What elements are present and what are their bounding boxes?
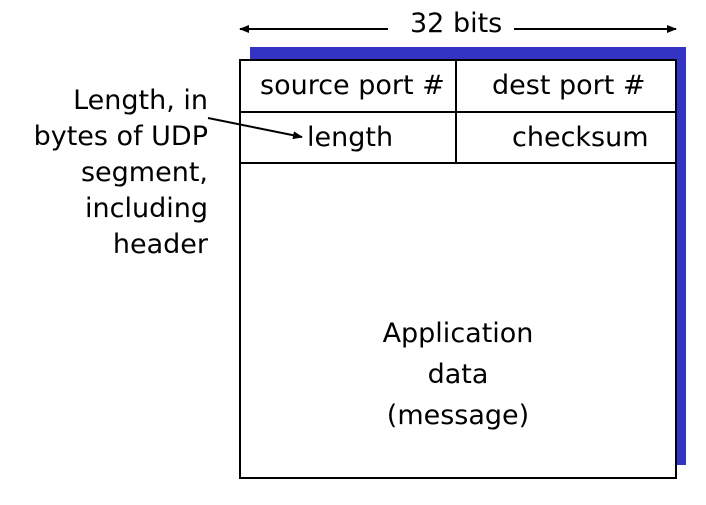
payload-line: data bbox=[427, 359, 489, 390]
length-field: length bbox=[307, 122, 394, 153]
annotation-arrow bbox=[207, 117, 303, 140]
checksum-field: checksum bbox=[512, 122, 649, 153]
payload-label: Application data (message) bbox=[240, 313, 676, 436]
annotation-line: header bbox=[112, 229, 208, 260]
payload-line: (message) bbox=[386, 400, 530, 431]
annotation-line: segment, bbox=[80, 157, 208, 188]
width-label: 32 bits bbox=[410, 8, 503, 39]
source-port-field: source port # bbox=[260, 70, 445, 101]
annotation-line: including bbox=[85, 193, 208, 224]
annotation-line: bytes of UDP bbox=[33, 121, 208, 152]
length-annotation: Length, in bytes of UDP segment, includi… bbox=[0, 83, 208, 263]
payload-line: Application bbox=[382, 318, 534, 349]
segment-box bbox=[239, 59, 677, 479]
dest-port-field: dest port # bbox=[492, 70, 646, 101]
annotation-line: Length, in bbox=[73, 85, 208, 116]
